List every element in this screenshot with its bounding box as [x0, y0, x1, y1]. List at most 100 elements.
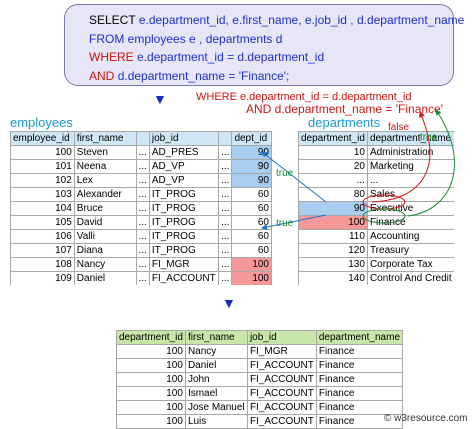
label-true-2: true	[276, 218, 294, 229]
employees-header-cell	[135, 131, 150, 146]
result-cell: 100	[116, 358, 186, 373]
employees-cell: ...	[218, 159, 233, 174]
connector-true-100	[261, 214, 327, 230]
result-cell: 100	[116, 386, 186, 401]
connector-true-90	[261, 151, 327, 203]
employees-cell: ...	[218, 271, 233, 285]
result-cell: Daniel	[184, 358, 248, 373]
result-cell: FI_ACCOUNT	[246, 358, 317, 373]
employees-table-title: employees	[10, 115, 73, 130]
employees-header-cell: job_id	[148, 131, 220, 146]
result-cell: FI_ACCOUNT	[246, 414, 317, 429]
sql-line-where: WHERE e.department_id = d.department_id	[89, 48, 453, 67]
result-cell: FI_ACCOUNT	[246, 386, 317, 401]
result-cell: Finance	[315, 372, 404, 387]
label-true-1: true	[276, 168, 294, 179]
condition-note-line2: AND d.department_name = 'Finance'	[246, 102, 444, 116]
employees-cell: ...	[135, 187, 150, 202]
executive-outline	[362, 194, 406, 210]
watermark: © w3resource.com	[384, 413, 468, 424]
connector-true-finance	[407, 109, 455, 217]
result-header-cell: job_id	[246, 330, 317, 345]
employees-header-cell: first_name	[73, 131, 137, 146]
departments-header-cell: department_id	[298, 131, 368, 146]
label-true-3: true	[420, 132, 438, 143]
sql-and-condition: d.department_name = 'Finance';	[117, 68, 290, 83]
result-cell: Ismael	[184, 386, 248, 401]
result-cell: Nancy	[184, 344, 248, 359]
employees-cell: 90	[231, 159, 272, 174]
result-cell: 100	[116, 400, 186, 415]
employees-cell: 100	[231, 257, 272, 272]
result-cell: 100	[116, 414, 186, 429]
result-cell: Finance	[315, 414, 404, 429]
sql-line-from: FROM employees e , departments d	[89, 30, 453, 49]
result-cell: John	[184, 372, 248, 387]
result-header-cell: department_name	[315, 330, 404, 345]
result-cell: FI_ACCOUNT	[246, 400, 317, 415]
connector-false-executive	[371, 111, 431, 203]
sql-line-select: SELECT e.department_id, e.first_name, e.…	[89, 11, 464, 30]
result-cell: Jose Manuel	[184, 400, 248, 415]
finance-outline	[362, 208, 406, 224]
departments-table-title: departments	[308, 115, 381, 130]
label-false-1: false	[388, 122, 410, 133]
arrow-down-icon: ▼	[222, 295, 236, 311]
arrow-down-icon: ▼	[153, 91, 167, 107]
employees-cell: ...	[135, 215, 150, 230]
result-cell: Luis	[184, 414, 248, 429]
departments-cell: Control And Credit	[366, 271, 454, 285]
result-cell: Finance	[315, 344, 404, 359]
result-cell: FI_MGR	[246, 344, 317, 359]
employees-cell: 109	[10, 271, 75, 285]
result-cell: 100	[116, 344, 186, 359]
result-header-cell: department_id	[116, 330, 186, 345]
employees-cell: ...	[218, 173, 233, 188]
sql-select-columns: e.department_id, e.first_name, e.job_id …	[138, 13, 465, 27]
condition-note: WHERE e.department_id = d.department_id …	[196, 91, 443, 115]
sql-from-tables: employees e , departments d	[127, 31, 283, 46]
employees-cell: ...	[135, 271, 150, 285]
sql-keyword-select: SELECT	[89, 13, 136, 27]
employees-cell: 90	[231, 173, 272, 188]
employees-header-cell	[218, 131, 233, 146]
condition-note-line1: WHERE e.department_id = d.department_id	[196, 91, 412, 103]
result-cell: FI_ACCOUNT	[246, 372, 317, 387]
result-header-cell: first_name	[184, 330, 248, 345]
employees-cell: 100	[231, 271, 272, 285]
result-cell: Finance	[315, 358, 404, 373]
departments-cell: 100	[298, 215, 368, 230]
sql-keyword-and: AND	[89, 68, 115, 83]
result-cell: Finance	[315, 386, 404, 401]
employees-header-cell: employee_id	[10, 131, 75, 146]
departments-cell: 140	[298, 271, 368, 285]
result-cell: 100	[116, 372, 186, 387]
sql-query-box: SELECT e.department_id, e.first_name, e.…	[64, 4, 464, 86]
sql-line-and: AND d.department_name = 'Finance';	[89, 67, 453, 86]
